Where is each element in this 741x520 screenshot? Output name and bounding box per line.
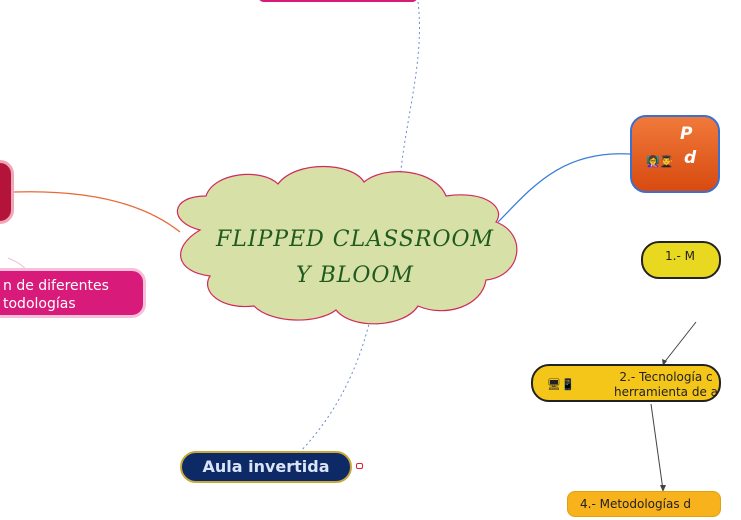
central-topic-line1: FLIPPED CLASSROOM — [215, 227, 495, 252]
subtopic-4-node[interactable]: 4.- Metodologías d — [567, 491, 721, 517]
subtopic-2-line1: 2.- Tecnología c — [619, 370, 713, 384]
subtopic-2-node[interactable]: 🖥📱 2.- Tecnología c herramienta de a — [531, 364, 721, 402]
computer-icon: 🖥📱 — [547, 378, 575, 391]
connector-1-2 — [662, 321, 697, 365]
connector-layer — [7, 1, 697, 492]
left-pink-node[interactable]: n de diferentes todologías — [0, 268, 146, 318]
central-cloud-shape — [176, 166, 518, 325]
connector-2-4 — [650, 403, 664, 491]
connector-aula — [299, 319, 371, 453]
orange-topic-line1: P — [680, 124, 693, 144]
people-icon: 👩‍🏫👨‍🎓 — [646, 155, 674, 168]
arrowhead-2-4 — [660, 485, 666, 492]
left-pink-line1: n de diferentes — [3, 278, 109, 294]
top-pink-node[interactable] — [258, 0, 418, 2]
orange-topic-line2: d — [684, 148, 697, 168]
central-topic-line2: Y BLOOM — [296, 263, 414, 288]
connector-top — [399, 1, 420, 181]
connector-left-red — [13, 191, 181, 233]
collapse-toggle-icon[interactable] — [356, 463, 363, 469]
orange-topic-node[interactable]: P d 👩‍🏫👨‍🎓 — [630, 115, 720, 193]
left-pink-line2: todologías — [3, 296, 76, 312]
subtopic-2-line2: herramienta de a — [613, 385, 719, 399]
left-red-node[interactable] — [0, 160, 14, 224]
connector-orange — [497, 153, 631, 223]
subtopic-1-node[interactable]: 1.- M — [641, 241, 721, 279]
central-topic-title[interactable]: FLIPPED CLASSROOM Y BLOOM — [215, 222, 495, 294]
aula-invertida-node[interactable]: Aula invertida — [180, 451, 352, 483]
